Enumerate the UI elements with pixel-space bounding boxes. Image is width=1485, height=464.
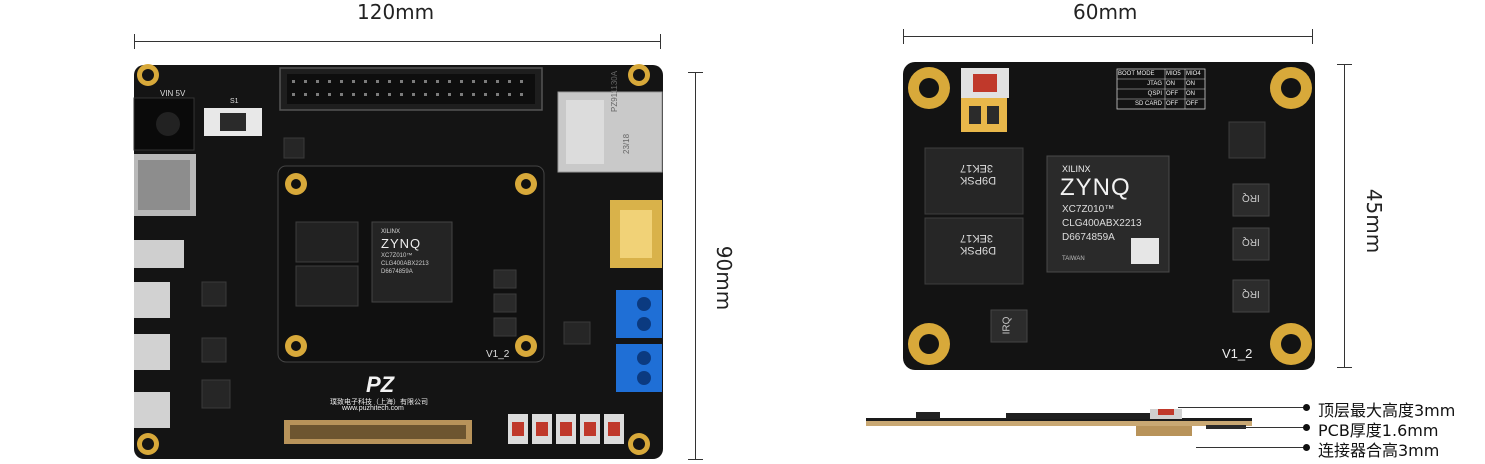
side-label-top-height: 顶层最大高度3mm [1318, 401, 1456, 420]
main-chip-part: XC7Z010™ [381, 253, 413, 259]
main-width-dimension [134, 32, 661, 52]
core-height-dimension [1335, 64, 1355, 368]
leader-line-mid [1240, 427, 1306, 428]
leader-line-bottom [1196, 447, 1306, 448]
core-chip-origin: TAIWAN [1062, 256, 1085, 262]
ram-2-line1: D9PSK [960, 244, 997, 256]
main-board-switch-label: S1 [230, 98, 239, 105]
main-chip-name: ZYNQ [381, 236, 422, 251]
leader-line-top [1178, 407, 1306, 408]
main-chip-code: CLG400ABX2213 [381, 261, 429, 267]
main-board-photo [120, 62, 665, 460]
core-version: V1_2 [1222, 346, 1253, 361]
pmic-label-1: IRQ [1242, 192, 1260, 203]
main-height-dimension [686, 72, 706, 460]
ram-2-line2: 3EK17 [960, 232, 994, 244]
core-width-label: 60mm [1073, 0, 1138, 24]
eth-jack-label-2: 23/18 [622, 133, 631, 154]
eth-jack-label: PZ911130A [610, 70, 619, 112]
bullet-dot-1 [1303, 404, 1310, 411]
main-board-vin-label: VIN 5V [160, 89, 186, 98]
bullet-dot-2 [1303, 424, 1310, 431]
pmic-label-3: IRQ [1242, 288, 1260, 299]
core-chip-code: CLG400ABX2213 [1062, 218, 1142, 229]
main-board-version: V1_2 [486, 349, 510, 360]
pmic-label-4: IRQ [1001, 316, 1013, 335]
ram-1-line1: D9PSK [960, 174, 997, 186]
side-label-connector-height: 连接器合高3mm [1318, 441, 1440, 460]
core-width-dimension [903, 28, 1313, 48]
main-chip-lot: D6674859A [381, 269, 413, 275]
core-chip-name: ZYNQ [1060, 174, 1131, 201]
side-label-pcb-thickness: PCB厚度1.6mm [1318, 421, 1439, 440]
main-chip-brand: XILINX [381, 229, 401, 235]
core-chip-brand: XILINX [1062, 164, 1091, 174]
side-view-photo [866, 406, 1252, 438]
core-module-photo [903, 62, 1315, 370]
core-chip-part: XC7Z010™ [1062, 204, 1115, 215]
ram-1-line2: 3EK17 [960, 162, 994, 174]
main-height-label: 90mm [712, 245, 737, 311]
main-width-label: 120mm [357, 0, 435, 24]
pmic-label-2: IRQ [1242, 236, 1260, 247]
bullet-dot-3 [1303, 444, 1310, 451]
company-name: 璞致电子科技（上海）有限公司 [330, 398, 428, 406]
core-chip-lot: D6674859A [1062, 232, 1115, 243]
brand-logo: PZ [366, 372, 395, 397]
core-height-label: 45mm [1362, 188, 1387, 254]
company-url: www.puzhitech.com [342, 405, 404, 412]
